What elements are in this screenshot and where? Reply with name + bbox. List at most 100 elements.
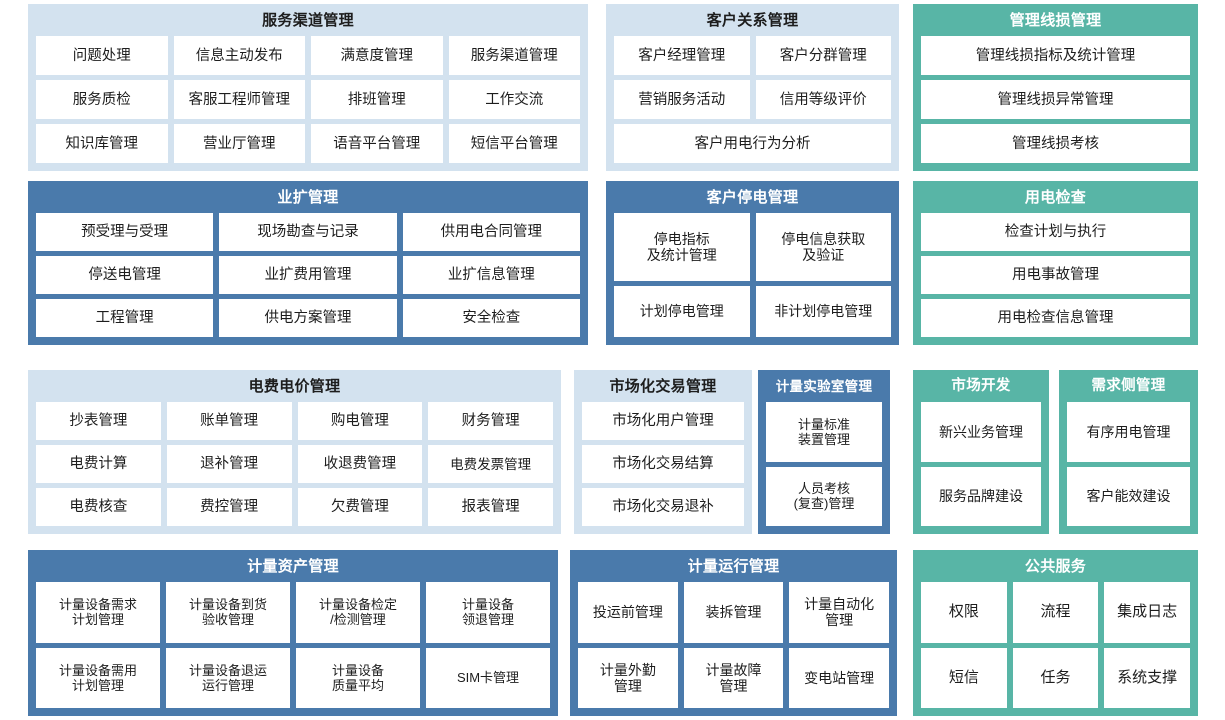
module-item[interactable]: 知识库管理: [36, 124, 168, 163]
module-item[interactable]: 服务品牌建设: [921, 466, 1041, 526]
module-item[interactable]: 客户经理管理: [614, 36, 750, 75]
module-item[interactable]: 停送电管理: [36, 256, 214, 294]
panel-body-management-line-loss: 管理线损指标及统计管理 管理线损异常管理 管理线损考核: [921, 36, 1190, 163]
panel-market-trading: 市场化交易管理 市场化用户管理 市场化交易结算 市场化交易退补: [574, 370, 752, 534]
module-item[interactable]: 客户能效建设: [1067, 466, 1190, 526]
module-item[interactable]: 满意度管理: [311, 36, 443, 75]
module-item[interactable]: 供用电合同管理: [402, 213, 580, 251]
module-item[interactable]: 预受理与受理: [36, 213, 214, 251]
module-item[interactable]: 计量自动化 管理: [789, 582, 890, 643]
module-item[interactable]: 管理线损异常管理: [921, 80, 1190, 119]
module-item[interactable]: 欠费管理: [297, 488, 423, 526]
panel-body-market-trading: 市场化用户管理 市场化交易结算 市场化交易退补: [582, 402, 744, 526]
module-item[interactable]: 用电事故管理: [921, 256, 1190, 294]
module-item[interactable]: 计量设备需求 计划管理: [36, 582, 160, 643]
module-item[interactable]: 计量设备退运 运行管理: [166, 647, 290, 708]
module-item[interactable]: 电费核查: [36, 488, 161, 526]
module-item[interactable]: 账单管理: [166, 402, 292, 440]
module-item[interactable]: 非计划停电管理: [755, 285, 891, 337]
module-item[interactable]: 费控管理: [166, 488, 292, 526]
module-item[interactable]: 现场勘查与记录: [219, 213, 397, 251]
module-item[interactable]: 电费计算: [36, 445, 161, 483]
module-item[interactable]: 业扩信息管理: [402, 256, 580, 294]
module-item[interactable]: 集成日志: [1104, 582, 1191, 643]
module-item[interactable]: 新兴业务管理: [921, 402, 1041, 462]
panel-body-customer-outage: 停电指标 及统计管理 停电信息获取 及验证 计划停电管理 非计划停电管理: [614, 213, 891, 337]
module-item[interactable]: 业扩费用管理: [219, 256, 397, 294]
module-item[interactable]: SIM卡管理: [426, 647, 550, 708]
panel-row: 管理线损指标及统计管理: [921, 36, 1190, 75]
module-item[interactable]: 计量标准 装置管理: [766, 402, 882, 462]
module-item[interactable]: 停电指标 及统计管理: [614, 213, 750, 281]
panel-row: 计量设备需求 计划管理 计量设备到货 验收管理 计量设备检定 /检测管理 计量设…: [36, 582, 550, 643]
module-item[interactable]: 报表管理: [428, 488, 553, 526]
module-item[interactable]: 投运前管理: [578, 582, 678, 643]
module-item[interactable]: 信用等级评价: [755, 80, 891, 119]
panel-row: 服务质检 客服工程师管理 排班管理 工作交流: [36, 80, 580, 119]
module-item[interactable]: 电费发票管理: [428, 445, 553, 483]
panel-row: 市场化交易退补: [582, 488, 744, 526]
panel-title-metering-operation: 计量运行管理: [687, 558, 780, 575]
module-item[interactable]: 购电管理: [297, 402, 423, 440]
module-item[interactable]: 问题处理: [36, 36, 168, 75]
module-item[interactable]: 短信平台管理: [448, 124, 580, 163]
panel-row: 服务品牌建设: [921, 466, 1041, 526]
module-item[interactable]: 计量设备需用 计划管理: [36, 647, 160, 708]
module-item[interactable]: 有序用电管理: [1067, 402, 1190, 462]
module-item[interactable]: 工作交流: [448, 80, 580, 119]
panel-business-expansion: 业扩管理 预受理与受理 现场勘查与记录 供用电合同管理 停送电管理 业扩费用管理…: [28, 181, 588, 345]
panel-metering-asset: 计量资产管理 计量设备需求 计划管理 计量设备到货 验收管理 计量设备检定 /检…: [28, 550, 558, 716]
panel-title-metering-asset: 计量资产管理: [247, 558, 339, 575]
module-item[interactable]: 客户用电行为分析: [614, 124, 891, 163]
module-item[interactable]: 计量设备 领退管理: [426, 582, 550, 643]
module-item[interactable]: 供电方案管理: [219, 299, 397, 337]
module-item[interactable]: 权限: [921, 582, 1007, 643]
module-item[interactable]: 营销服务活动: [614, 80, 750, 119]
panel-title-market-development: 市场开发: [951, 378, 1011, 394]
panel-row: 计划停电管理 非计划停电管理: [614, 285, 891, 337]
module-item[interactable]: 计量设备到货 验收管理: [166, 582, 290, 643]
module-item[interactable]: 信息主动发布: [173, 36, 305, 75]
module-item[interactable]: 收退费管理: [297, 445, 423, 483]
panel-row: 管理线损考核: [921, 124, 1190, 163]
module-item[interactable]: 客户分群管理: [755, 36, 891, 75]
module-item[interactable]: 排班管理: [311, 80, 443, 119]
module-item[interactable]: 系统支撑: [1104, 647, 1191, 708]
module-item[interactable]: 财务管理: [428, 402, 553, 440]
module-item[interactable]: 市场化交易结算: [582, 445, 744, 483]
panel-row: 营销服务活动 信用等级评价: [614, 80, 891, 119]
module-item[interactable]: 服务渠道管理: [448, 36, 580, 75]
module-item[interactable]: 退补管理: [166, 445, 292, 483]
module-item[interactable]: 装拆管理: [683, 582, 784, 643]
module-item[interactable]: 计量外勤 管理: [578, 647, 678, 708]
module-item[interactable]: 管理线损指标及统计管理: [921, 36, 1190, 75]
panel-row: 知识库管理 营业厅管理 语音平台管理 短信平台管理: [36, 124, 580, 163]
module-item[interactable]: 流程: [1012, 582, 1099, 643]
module-item[interactable]: 语音平台管理: [311, 124, 443, 163]
module-item[interactable]: 变电站管理: [789, 647, 890, 708]
panel-body-tariff-price: 抄表管理 账单管理 购电管理 财务管理 电费计算 退补管理 收退费管理 电费发票…: [36, 402, 553, 526]
module-item[interactable]: 安全检查: [402, 299, 580, 337]
module-item[interactable]: 计量设备 质量平均: [296, 647, 420, 708]
module-item[interactable]: 任务: [1012, 647, 1099, 708]
panel-body-metering-operation: 投运前管理 装拆管理 计量自动化 管理 计量外勤 管理 计量故障 管理 变电站管…: [578, 582, 890, 708]
module-item[interactable]: 短信: [921, 647, 1007, 708]
module-item[interactable]: 客服工程师管理: [173, 80, 305, 119]
module-item[interactable]: 抄表管理: [36, 402, 161, 440]
module-item[interactable]: 服务质检: [36, 80, 168, 119]
module-item[interactable]: 管理线损考核: [921, 124, 1190, 163]
panel-customer-outage: 客户停电管理 停电指标 及统计管理 停电信息获取 及验证 计划停电管理 非计划停…: [606, 181, 899, 345]
module-item[interactable]: 营业厅管理: [173, 124, 305, 163]
module-item[interactable]: 计划停电管理: [614, 285, 750, 337]
module-item[interactable]: 市场化用户管理: [582, 402, 744, 440]
module-item[interactable]: 工程管理: [36, 299, 214, 337]
module-item[interactable]: 用电检查信息管理: [921, 299, 1190, 337]
module-item[interactable]: 计量设备检定 /检测管理: [296, 582, 420, 643]
module-item[interactable]: 停电信息获取 及验证: [755, 213, 891, 281]
module-item[interactable]: 检查计划与执行: [921, 213, 1190, 251]
panel-row: 电费计算 退补管理 收退费管理 电费发票管理: [36, 445, 553, 483]
module-item[interactable]: 市场化交易退补: [582, 488, 744, 526]
module-item[interactable]: 计量故障 管理: [683, 647, 784, 708]
module-item[interactable]: 人员考核 (复查)管理: [766, 466, 882, 526]
